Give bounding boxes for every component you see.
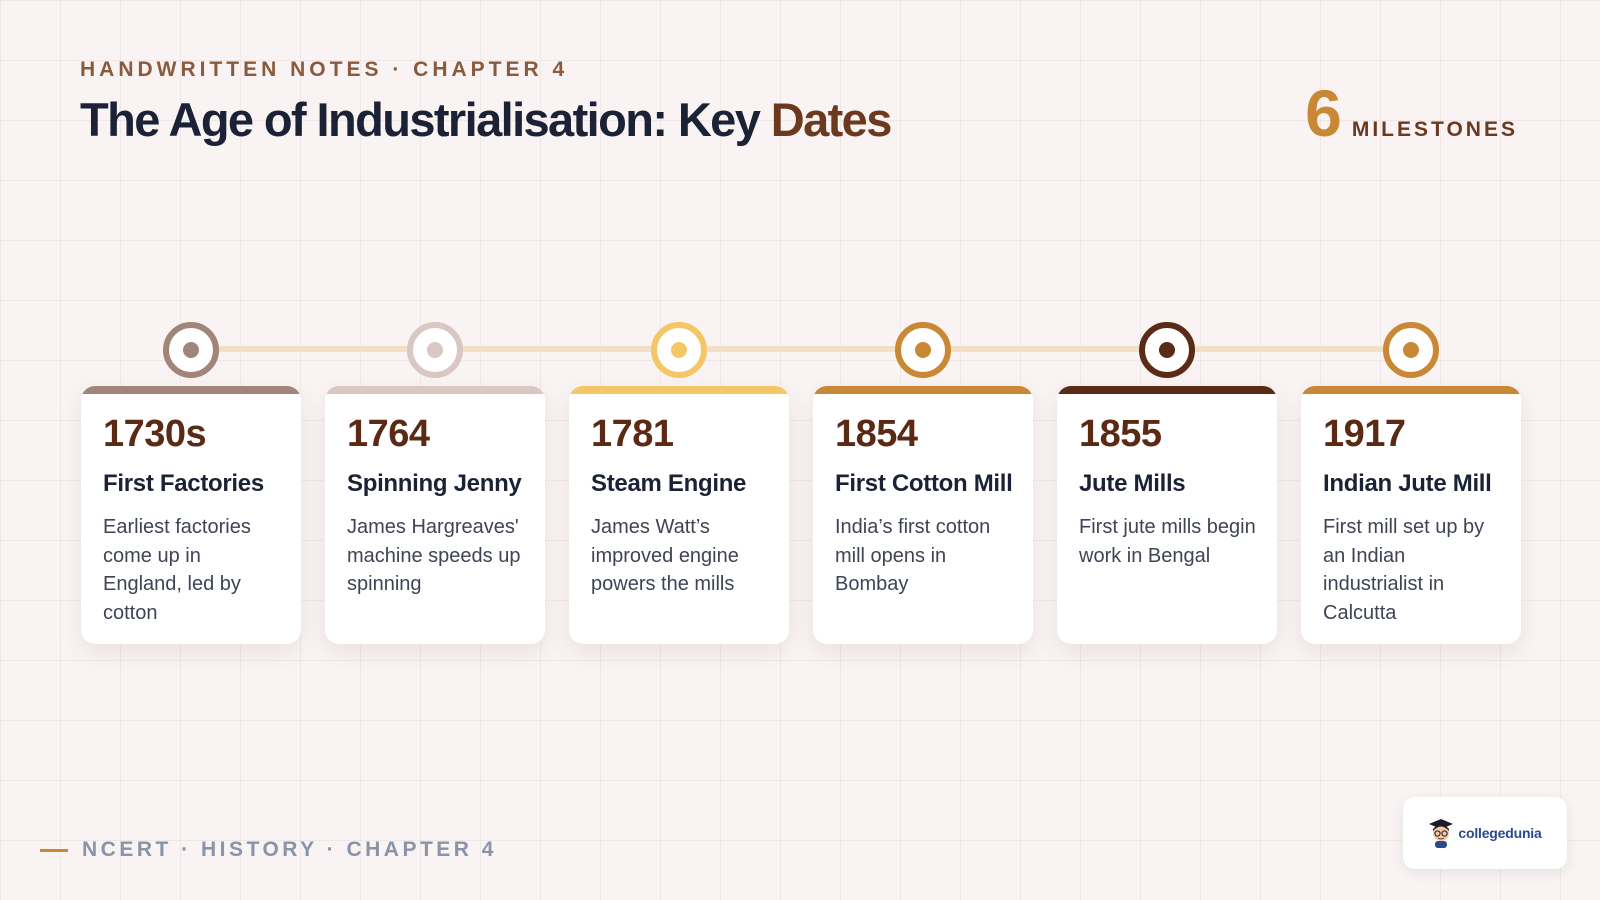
node-dot	[671, 342, 687, 358]
event-year: 1764	[347, 413, 430, 455]
event-name: First Cotton Mill	[835, 469, 1013, 497]
event-description: India’s first cotton mill opens in Bomba…	[835, 516, 991, 596]
page-title-accent: Dates	[770, 93, 893, 146]
milestone-count: 6	[1305, 76, 1342, 150]
card-accent-bar	[1301, 386, 1521, 394]
event-name: First Factories	[103, 469, 264, 497]
event-card: 1855 Jute Mills First jute mills begin w…	[1057, 386, 1277, 644]
timeline-node	[1383, 322, 1439, 378]
timeline-node	[407, 322, 463, 378]
node-dot	[915, 342, 931, 358]
event-card: 1854 First Cotton Mill India’s first cot…	[813, 386, 1033, 644]
student-mascot-icon	[1429, 819, 1454, 848]
timeline-node	[1139, 322, 1195, 378]
card-accent-bar	[813, 386, 1033, 394]
event-year: 1855	[1079, 413, 1162, 455]
node-dot	[183, 342, 199, 358]
event-description: First mill set up by an Indian industria…	[1323, 516, 1485, 624]
event-year: 1730s	[103, 413, 207, 455]
milestone-counter: 6 MILESTONES	[1305, 80, 1518, 146]
event-card: 1730s First Factories Earliest factories…	[81, 386, 301, 644]
node-dot	[1159, 342, 1175, 358]
card-accent-bar	[1057, 386, 1277, 394]
event-description: Earliest factories come up in England, l…	[103, 516, 251, 624]
event-name: Spinning Jenny	[347, 469, 522, 497]
card-accent-bar	[81, 386, 301, 394]
event-card: 1781 Steam Engine James Watt’s improved …	[569, 386, 789, 644]
event-description: James Hargreaves' machine speeds up spin…	[347, 516, 521, 596]
page-title-main: The Age of Industrialisation: Key	[80, 93, 761, 146]
eyebrow-label: HANDWRITTEN NOTES · CHAPTER 4	[80, 58, 569, 81]
card-accent-bar	[325, 386, 545, 394]
event-year: 1854	[835, 413, 918, 455]
event-year: 1917	[1323, 413, 1406, 455]
card-accent-bar	[569, 386, 789, 394]
footer-text: NCERT · HISTORY · CHAPTER 4	[82, 838, 497, 861]
timeline-node	[163, 322, 219, 378]
event-card: 1917 Indian Jute Mill First mill set up …	[1301, 386, 1521, 644]
brand-wordmark: collegedunia	[1458, 825, 1542, 841]
page-title: The Age of Industrialisation: Key Dates	[80, 92, 893, 147]
footer-rule	[40, 848, 68, 852]
milestone-label: MILESTONES	[1351, 118, 1518, 141]
event-name: Steam Engine	[591, 469, 747, 497]
footer: NCERT · HISTORY · CHAPTER 4	[40, 838, 497, 862]
event-card: 1764 Spinning Jenny James Hargreaves' ma…	[325, 386, 545, 644]
event-name: Indian Jute Mill	[1323, 469, 1492, 497]
event-description: First jute mills begin work in Bengal	[1079, 516, 1256, 567]
node-dot	[427, 342, 443, 358]
event-name: Jute Mills	[1079, 469, 1186, 497]
brand-logo[interactable]: collegedunia	[1403, 797, 1567, 869]
event-description: James Watt’s improved engine powers the …	[591, 516, 739, 596]
node-dot	[1403, 342, 1419, 358]
timeline-track	[190, 346, 1410, 352]
timeline-node	[895, 322, 951, 378]
timeline-node	[651, 322, 707, 378]
event-year: 1781	[591, 413, 674, 455]
